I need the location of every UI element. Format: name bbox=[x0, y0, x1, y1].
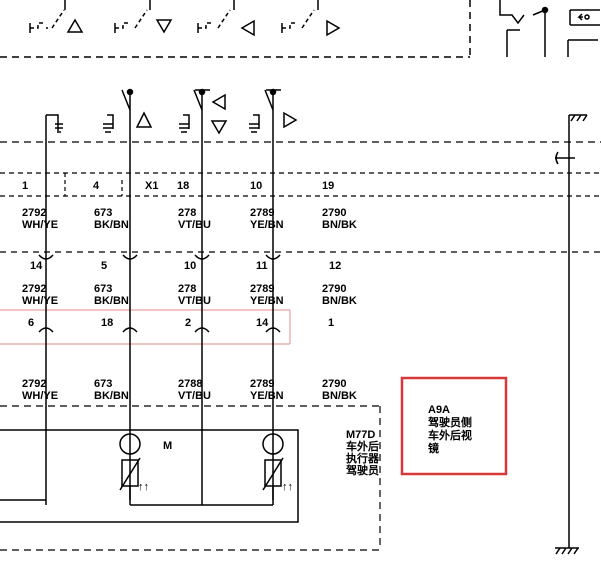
arrow-glyph-right: ↑↑ bbox=[282, 481, 293, 493]
wire-circuit: 2792 bbox=[22, 378, 46, 390]
wire-circuit: 2789 bbox=[250, 283, 274, 295]
wire-color: BN/BK bbox=[322, 390, 357, 402]
motor-box bbox=[0, 429, 299, 523]
connector-name: X1 bbox=[145, 180, 158, 192]
module-id: M77D bbox=[346, 429, 375, 441]
splice-pin: 12 bbox=[329, 260, 341, 272]
splice-pin: 18 bbox=[101, 317, 113, 329]
pin-x1-19: 19 bbox=[322, 180, 334, 192]
callout-id: A9A bbox=[428, 404, 450, 416]
splice-pin: 6 bbox=[28, 317, 34, 329]
callout-line: 驾驶员侧 bbox=[427, 415, 472, 429]
wire-circuit: 2790 bbox=[322, 378, 346, 390]
wire-circuit: 673 bbox=[94, 283, 112, 295]
wire-color: WH/YE bbox=[22, 219, 58, 231]
splice-arcs bbox=[38, 254, 281, 333]
motor-label: M bbox=[163, 440, 172, 452]
wire-circuit: 673 bbox=[94, 378, 112, 390]
wire-color: VT/BU bbox=[178, 219, 211, 231]
splice-pin: 2 bbox=[185, 317, 191, 329]
wire-color: BK/BN bbox=[94, 219, 129, 231]
wire-color: WH/YE bbox=[22, 295, 58, 307]
wire-circuit: 2789 bbox=[250, 207, 274, 219]
wire-circuit: 673 bbox=[94, 207, 112, 219]
splice-pin: 10 bbox=[184, 260, 196, 272]
pin-x1-18: 18 bbox=[177, 180, 189, 192]
ground-column bbox=[555, 114, 588, 555]
wire-circuit: 278 bbox=[178, 283, 196, 295]
wire-circuit: 2789 bbox=[250, 378, 274, 390]
upper-switch-contacts bbox=[46, 88, 298, 135]
wire-color: BN/BK bbox=[322, 219, 357, 231]
wire-color: BK/BN bbox=[94, 390, 129, 402]
pin-x1-10: 10 bbox=[250, 180, 262, 192]
mirror-switch-panel bbox=[0, 0, 471, 58]
module-line: 车外后 bbox=[346, 439, 379, 453]
splice-pin: 14 bbox=[256, 317, 269, 329]
splice-pin: 14 bbox=[30, 260, 43, 272]
splice-pin: 11 bbox=[256, 260, 268, 272]
wire-color: BK/BN bbox=[94, 295, 129, 307]
callout-box bbox=[400, 376, 508, 476]
pin-x1-4: 4 bbox=[93, 180, 100, 192]
pin-x1-1: 1 bbox=[22, 180, 28, 192]
switch-up-icon bbox=[29, 9, 84, 33]
callout-line: 车外后视 bbox=[428, 428, 472, 442]
wire-color: YE/BN bbox=[250, 390, 284, 402]
switch-right-icon bbox=[281, 9, 341, 37]
wire-color: BN/BK bbox=[322, 295, 357, 307]
switch-down-icon bbox=[114, 9, 173, 34]
wire-color: VT/BU bbox=[178, 390, 211, 402]
wires bbox=[0, 110, 274, 505]
arrow-glyph-left: ↑↑ bbox=[138, 481, 149, 493]
wire-color: YE/BN bbox=[250, 295, 284, 307]
callout-line: 镜 bbox=[428, 441, 439, 455]
splice-pin: 1 bbox=[328, 317, 334, 329]
wire-circuit: 278 bbox=[178, 207, 196, 219]
harness-boundaries bbox=[0, 141, 601, 551]
wire-circuit: 2788 bbox=[178, 378, 202, 390]
module-line: 执行器 bbox=[346, 451, 380, 465]
wire-color: VT/BU bbox=[178, 295, 211, 307]
wire-circuit: 2790 bbox=[322, 283, 346, 295]
wire-color: YE/BN bbox=[250, 219, 284, 231]
wire-circuit: 2790 bbox=[322, 207, 346, 219]
switch-left-icon bbox=[197, 9, 255, 37]
wire-circuit: 2792 bbox=[22, 207, 46, 219]
wire-color: WH/YE bbox=[22, 390, 58, 402]
select-switch-icon bbox=[499, 0, 600, 57]
module-line: 驾驶员 bbox=[345, 463, 379, 477]
wire-circuit: 2792 bbox=[22, 283, 46, 295]
splice-pin: 5 bbox=[101, 260, 107, 272]
